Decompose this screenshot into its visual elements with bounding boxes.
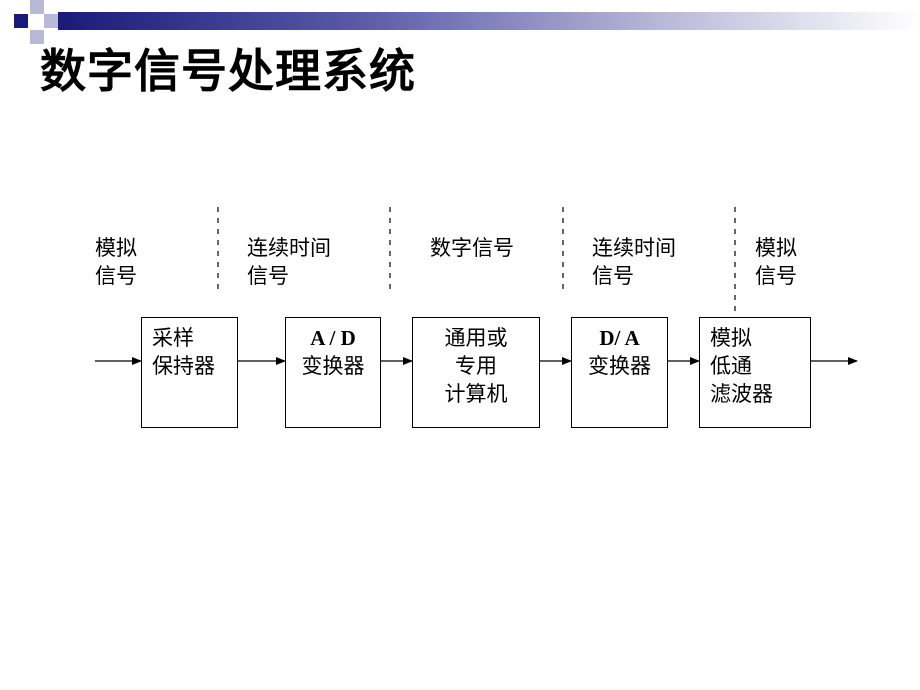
- signal-label-analog-out: 模拟 信号: [755, 234, 797, 290]
- block-line: D/ A: [599, 326, 640, 350]
- block-ad-converter: A / D 变换器: [285, 317, 381, 428]
- signal-label-analog-in: 模拟 信号: [95, 234, 137, 290]
- signal-label-line: 信号: [592, 264, 634, 288]
- signal-label-line: 信号: [247, 264, 289, 288]
- signal-label-line: 模拟: [95, 236, 137, 260]
- block-line: 变换器: [301, 354, 365, 378]
- page-title: 数字信号处理系统: [40, 44, 416, 98]
- dashed-separators: [217, 207, 736, 312]
- block-line: A / D: [310, 326, 356, 350]
- block-lowpass-filter: 模拟 低通 滤波器: [699, 317, 811, 428]
- block-line: 低通: [710, 354, 752, 378]
- block-computer: 通用或 专用 计算机: [412, 317, 540, 428]
- signal-label-continuous-time-1: 连续时间 信号: [247, 234, 331, 290]
- signal-label-line: 模拟: [755, 236, 797, 260]
- header-gradient-bar: [58, 12, 920, 30]
- signal-label-line: 信号: [95, 264, 137, 288]
- signal-label-line: 连续时间: [592, 236, 676, 260]
- signal-label-digital: 数字信号: [430, 234, 514, 262]
- block-sample-hold: 采样 保持器: [141, 317, 238, 428]
- signal-label-line: 信号: [755, 264, 797, 288]
- block-line: 计算机: [444, 382, 508, 406]
- signal-label-continuous-time-2: 连续时间 信号: [592, 234, 676, 290]
- signal-label-line: 数字信号: [430, 236, 514, 260]
- block-line: 变换器: [588, 354, 651, 378]
- block-line: 模拟: [710, 326, 752, 350]
- block-line: 通用或: [444, 326, 508, 350]
- block-line: 滤波器: [710, 382, 773, 406]
- block-line: 保持器: [152, 354, 215, 378]
- signal-label-line: 连续时间: [247, 236, 331, 260]
- block-da-converter: D/ A 变换器: [571, 317, 668, 428]
- block-line: 专用: [455, 354, 497, 378]
- block-line: 采样: [152, 326, 194, 350]
